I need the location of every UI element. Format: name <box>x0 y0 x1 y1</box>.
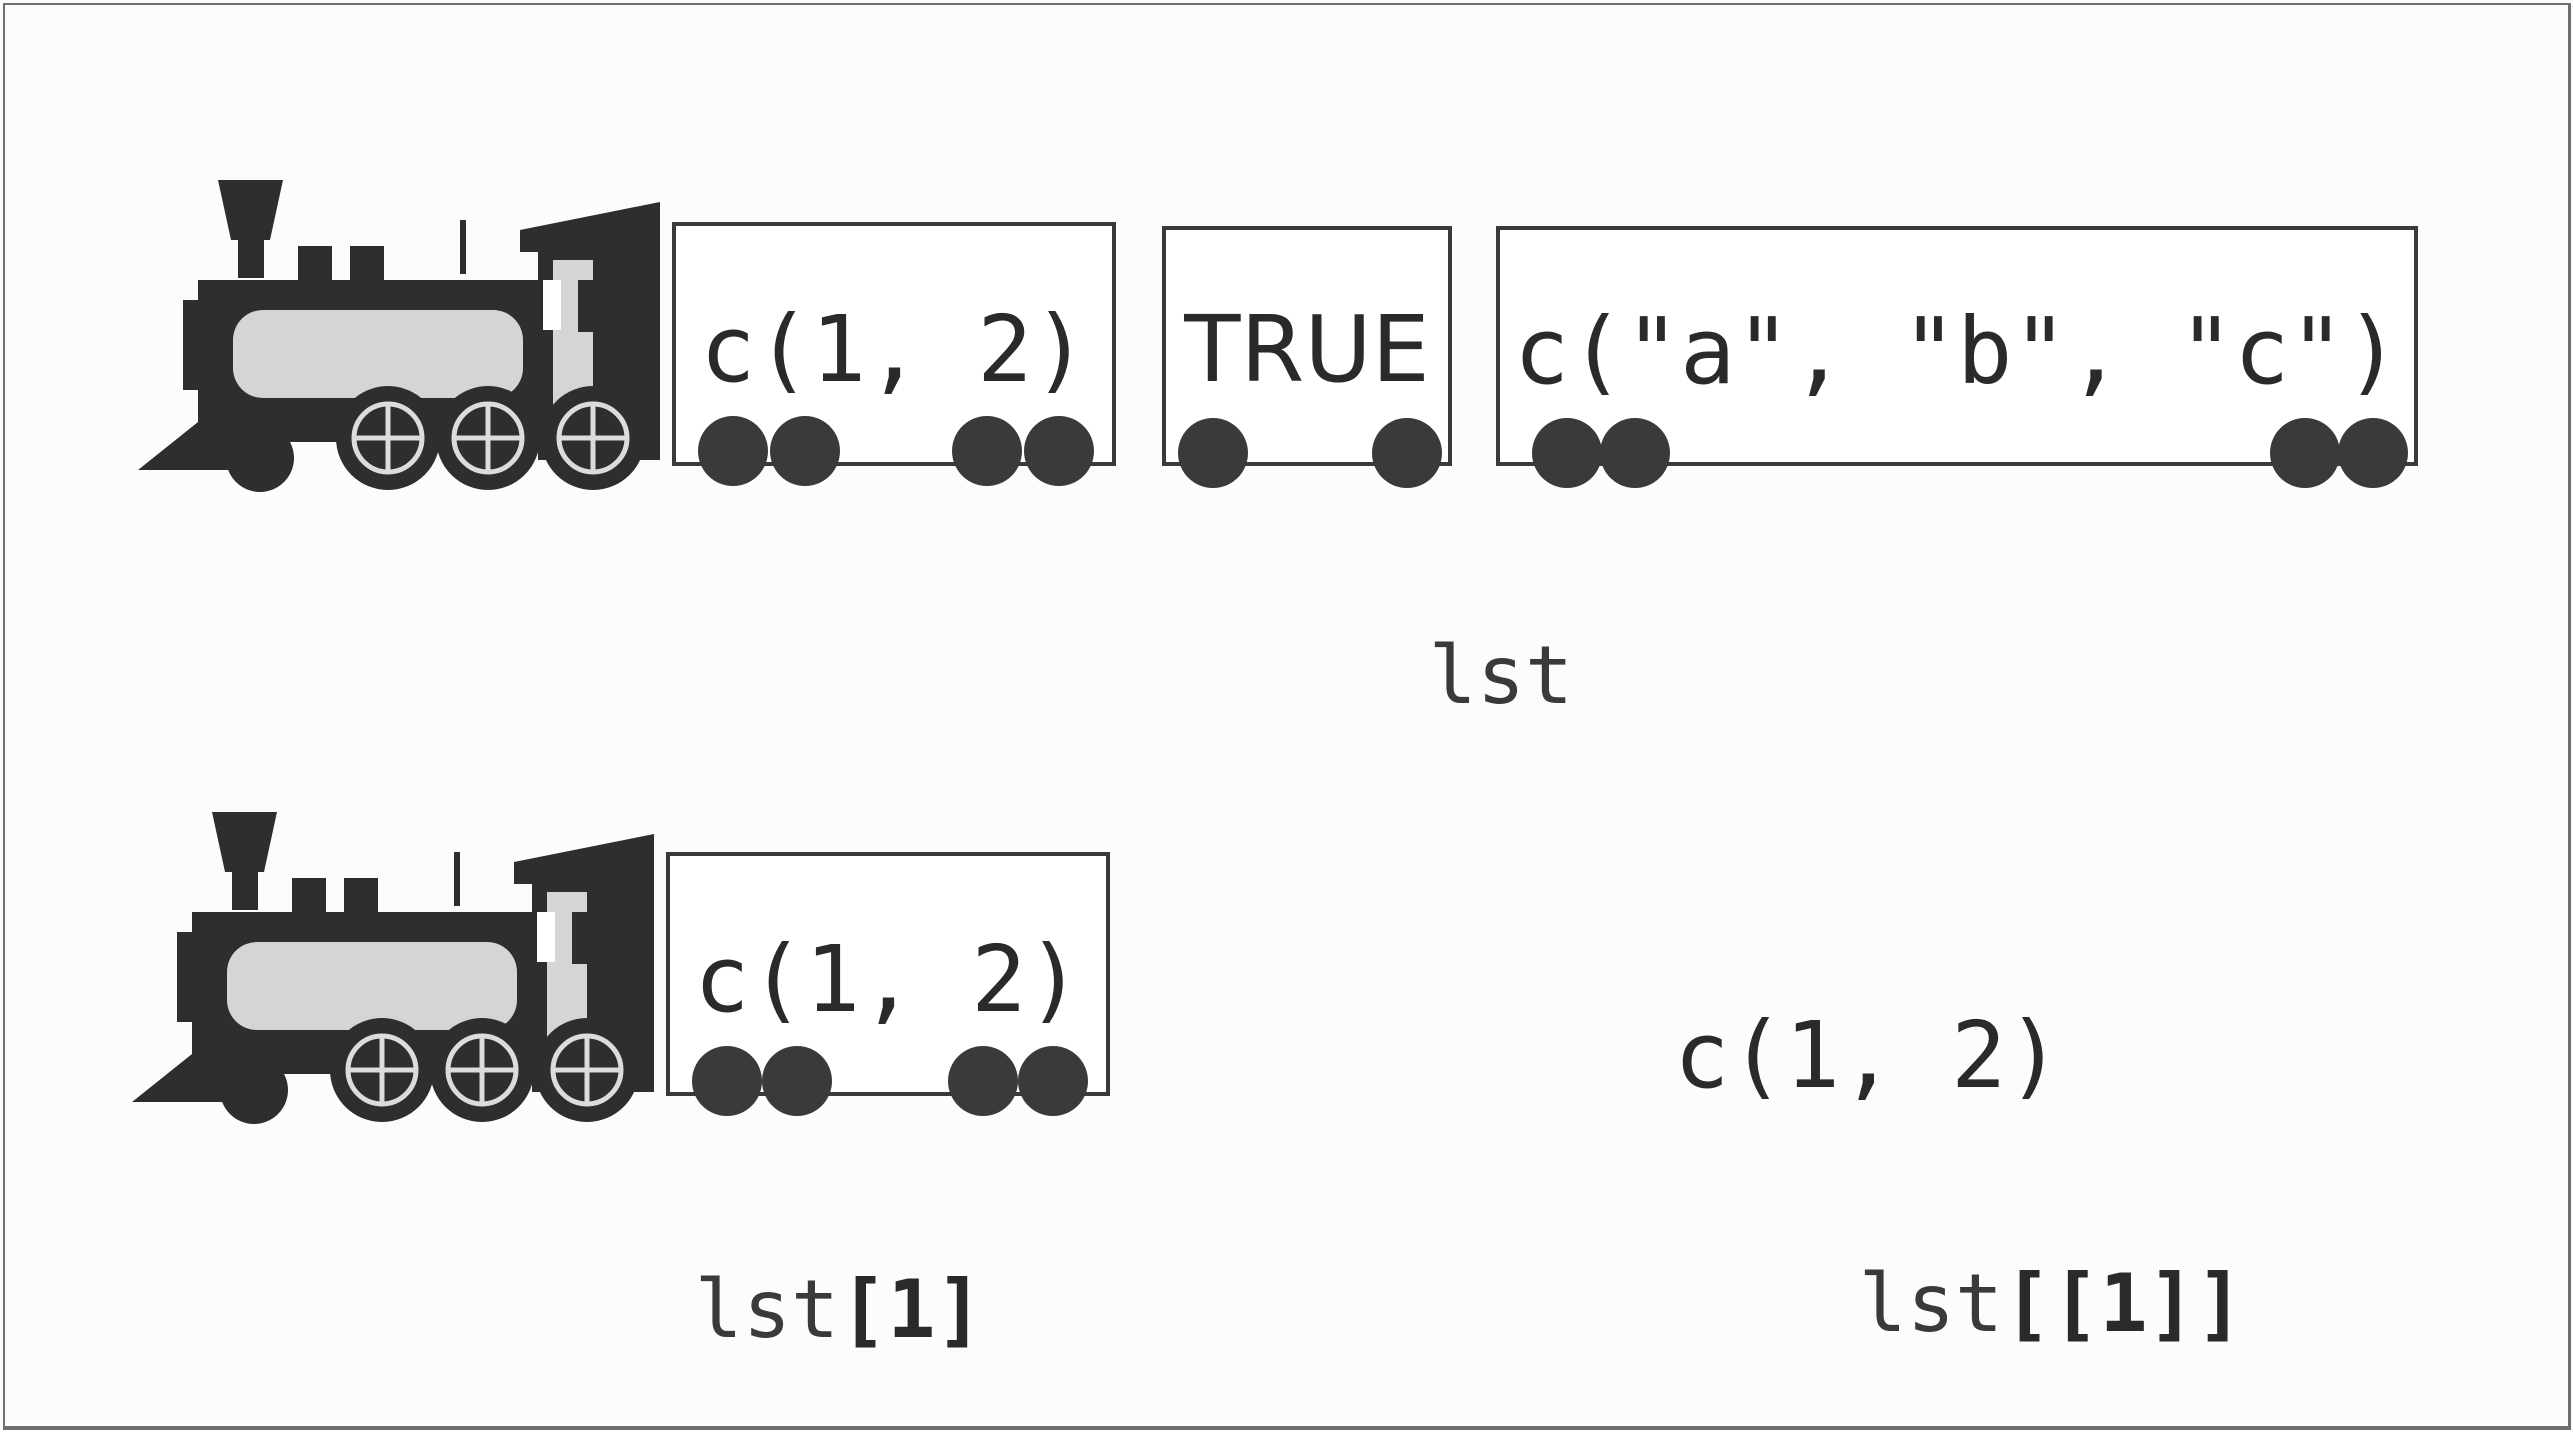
locomotive-icon <box>138 180 660 492</box>
wheel <box>698 416 768 486</box>
wheel <box>1600 418 1670 488</box>
wheel <box>1024 416 1094 486</box>
car-label: c(1, 2) <box>694 926 1082 1033</box>
wheel <box>692 1046 762 1116</box>
caption-text: lst <box>1428 629 1574 722</box>
car-label: c("a", "b", "c") <box>1513 298 2401 405</box>
wheel <box>2270 418 2340 488</box>
caption-lst: lst <box>1236 556 1574 796</box>
wheel <box>2338 418 2408 488</box>
caption-bracket: [1] <box>839 1263 984 1356</box>
wheel <box>952 416 1022 486</box>
caption-bracket: [[1]] <box>2003 1257 2244 1350</box>
locomotive-icon <box>132 812 654 1124</box>
wheel <box>1372 418 1442 488</box>
wheel <box>762 1046 832 1116</box>
wheel <box>948 1046 1018 1116</box>
wheel <box>1532 418 1602 488</box>
caption-lst-double-bracket: lst[[1]] <box>1666 1184 2244 1424</box>
wheel <box>1018 1046 1088 1116</box>
extracted-value: c(1, 2) <box>1674 1002 2062 1109</box>
caption-lst-single-bracket: lst[1] <box>502 1190 984 1430</box>
wheel <box>770 416 840 486</box>
caption-text: lst <box>694 1263 840 1356</box>
car-label: TRUE <box>1184 296 1430 403</box>
caption-text: lst <box>1858 1257 2004 1350</box>
wheel <box>1178 418 1248 488</box>
car-label: c(1, 2) <box>700 296 1088 403</box>
